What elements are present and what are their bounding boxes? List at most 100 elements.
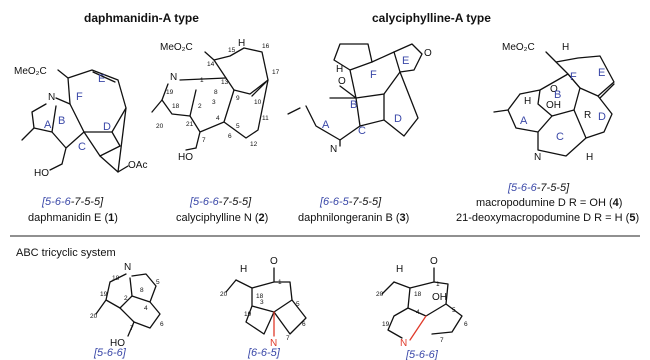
svg-text:19: 19 [166,89,174,96]
heading-abc: ABC tricyclic system [16,247,116,259]
ring-label-d-4: D [598,111,606,123]
ring-label-c: C [78,141,86,153]
svg-text:3: 3 [260,299,264,306]
code-abc-2: [6-6-5] [247,347,281,359]
structure-daphmanidin-e: MeO₂C N HO OAc A B C D E F [14,66,147,179]
atom-h-3: H [336,64,343,75]
atom-h-2: H [238,38,245,49]
code-compound-1: [5-6-6-7-5-5] [41,196,104,208]
svg-text:6: 6 [464,321,468,328]
svg-text:8: 8 [140,287,144,294]
svg-text:4: 4 [216,115,220,122]
ring-label-e-3: E [402,55,409,67]
ring-label-b-3: B [350,99,357,111]
code-abc-1: [5-6-6] [93,347,127,359]
atom-oh-4: OH [546,100,561,111]
svg-text:4: 4 [144,305,148,312]
name-compound-5: 21-deoxymacropodumine D R = H (5) [456,212,639,224]
svg-text:9: 9 [236,95,240,102]
structure-daphnilongeranin-b: H O O N A B C D E F [287,43,432,155]
svg-text:5: 5 [156,279,160,286]
atom-oac: OAc [128,160,147,171]
atom-meo2c-2: MeO₂C [160,42,193,53]
svg-text:19: 19 [100,291,108,298]
svg-text:21: 21 [186,121,194,128]
svg-text:18: 18 [172,103,180,110]
atom-h-abc3: H [396,264,403,275]
svg-text:1: 1 [436,281,440,288]
code-abc-3: [5-6-6] [405,349,439,360]
ring-label-d-3: D [394,113,402,125]
svg-text:12: 12 [250,141,258,148]
ring-label-c-4: C [556,131,564,143]
atom-o-3b: O [424,48,432,59]
structure-abc-1: N HO 18 19 20 2 8 5 4 6 7 [90,262,164,349]
atom-o-3: O [338,76,346,87]
svg-text:11: 11 [262,115,269,122]
code-compound-3: [6-6-5-7-5-5] [319,196,382,208]
atom-ho-abc1: HO [110,338,125,349]
atom-n-3: N [330,144,337,155]
heading-calyciphylline: calyciphylline-A type [372,11,491,25]
name-compound-1: daphmanidin E (1) [28,212,118,224]
svg-text:3: 3 [212,99,216,106]
atom-h-4b: H [524,96,531,107]
ring-label-b: B [58,115,65,127]
svg-text:20: 20 [90,313,98,320]
structure-macropodumine-d: MeO₂C H O H OH R N H A B C D E F [493,42,615,163]
svg-text:19: 19 [382,321,390,328]
atom-n-abc2: N [270,338,277,349]
ring-label-e-4: E [598,67,605,79]
svg-text:7: 7 [202,137,206,144]
svg-text:18: 18 [414,291,422,298]
name-compound-2: calyciphylline N (2) [176,212,268,224]
atom-n-abc3: N [400,338,407,349]
ring-label-e: E [98,73,105,85]
svg-text:8: 8 [214,89,218,96]
svg-text:20: 20 [376,291,384,298]
svg-text:18: 18 [256,293,264,300]
svg-text:1: 1 [278,279,282,286]
structure-abc-3: O H OH N 1 18 20 19 4 5 6 7 [376,256,468,349]
svg-text:19: 19 [244,311,252,318]
svg-text:5: 5 [296,301,300,308]
svg-text:17: 17 [272,69,280,76]
svg-text:13: 13 [221,79,229,86]
svg-text:14: 14 [207,61,215,68]
svg-text:7: 7 [130,325,134,332]
name-compound-4: macropodumine D R = OH (4) [476,197,622,209]
atom-n: N [48,92,55,103]
atom-h-4c: H [586,152,593,163]
atom-n-4: N [534,152,541,163]
ring-label-f: F [76,91,83,103]
atom-o-abc2: O [270,256,278,267]
svg-text:20: 20 [156,123,164,130]
svg-text:5: 5 [236,123,240,130]
atom-r-4: R [584,110,591,121]
svg-text:2: 2 [198,103,202,110]
ring-label-b-4: B [554,89,561,101]
svg-text:1: 1 [200,77,204,84]
ring-label-f-3: F [370,69,377,81]
atom-ho-2: HO [178,152,193,163]
svg-text:6: 6 [302,321,306,328]
name-compound-3: daphnilongeranin B (3) [298,212,409,224]
ring-label-c-3: C [358,125,366,137]
atom-o-4: O [550,84,558,95]
code-compound-2: [5-6-6-7-5-5] [189,196,252,208]
atom-h-4: H [562,42,569,53]
svg-text:16: 16 [262,43,270,50]
atom-n-abc1: N [124,262,131,273]
svg-text:6: 6 [228,133,232,140]
svg-text:5: 5 [452,307,456,314]
svg-text:7: 7 [440,337,444,344]
structure-calyciphylline-n: MeO₂C H N HO 14 15 16 17 9 10 11 12 13 1… [151,38,280,163]
atom-ho: HO [34,168,49,179]
atom-n-2: N [170,72,177,83]
atom-o-abc3: O [430,256,438,267]
code-compound-4: [5-6-6-7-5-5] [507,182,570,194]
atom-meo2c: MeO₂C [14,66,47,77]
atom-meo2c-4: MeO₂C [502,42,535,53]
svg-text:2: 2 [124,295,128,302]
